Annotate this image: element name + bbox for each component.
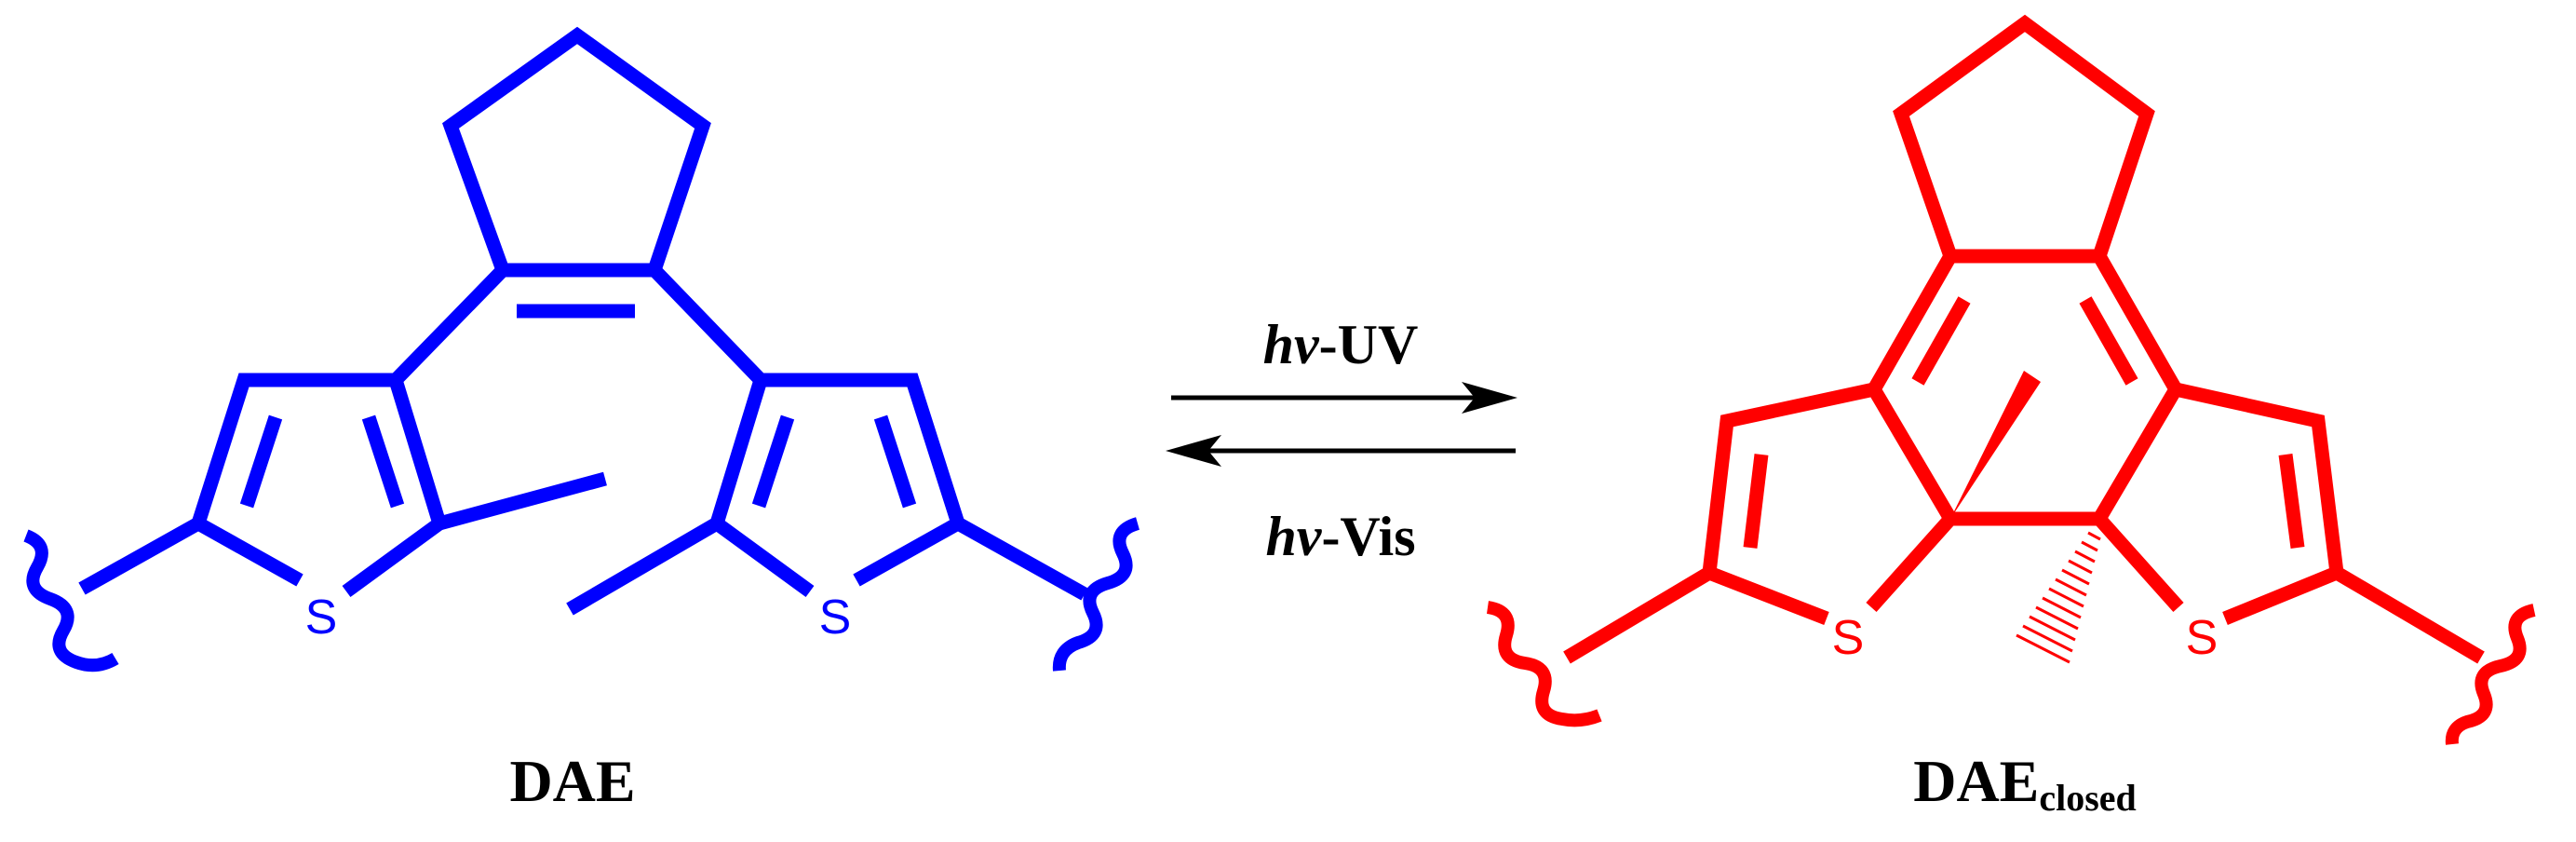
wedge-bond-methyl — [1950, 371, 2041, 519]
closed-molecule — [1486, 14, 2536, 745]
closed-right-thiophene — [2174, 382, 2345, 625]
closed-right-sulfur: S — [2186, 611, 2219, 665]
closed-left-sulfur: S — [1832, 611, 1865, 665]
reverse-dash: - — [1321, 506, 1340, 567]
forward-arrow-head — [1462, 382, 1517, 414]
right-methyl-bond — [566, 517, 721, 616]
open-right-sulfur: S — [819, 591, 852, 645]
open-left-sulfur: S — [305, 591, 338, 645]
left-wavy-bond — [78, 517, 202, 595]
bridge-bond-right — [649, 265, 766, 386]
right-thiophene-double-2 — [873, 414, 917, 509]
hexagon-double-1 — [1911, 296, 1971, 386]
closed-left-double — [1743, 454, 1769, 549]
closed-form-label-subscript: closed — [2039, 777, 2136, 819]
right-thiophene-ring — [708, 373, 967, 598]
left-thiophene-double-2 — [361, 414, 405, 509]
reaction-arrows — [1166, 382, 1517, 467]
closed-right-wavy-bond — [2333, 566, 2485, 664]
closed-right-ring-to-s — [2094, 513, 2184, 613]
forward-dash: - — [1319, 314, 1338, 375]
closed-left-thiophene — [1701, 382, 1876, 625]
closed-left-wavy-bond — [1563, 566, 1713, 664]
open-form-label: DAE — [509, 748, 635, 814]
closed-left-ring-to-s — [1866, 513, 1956, 613]
closed-right-wavy-squiggle — [2445, 604, 2536, 745]
reverse-condition-label: hv-Vis — [1265, 506, 1415, 567]
hashed-bond-methyl — [2016, 522, 2103, 664]
closed-left-wavy-squiggle — [1486, 601, 1602, 727]
open-molecule — [23, 26, 1140, 672]
cyclopentane-ring — [1893, 14, 2155, 259]
closed-form-label: DAEclosed — [1913, 748, 2137, 819]
closed-form-label-main: DAE — [1913, 748, 2039, 814]
forward-condition-label: hv-UV — [1263, 314, 1419, 375]
right-wavy-squiggle — [1052, 517, 1140, 672]
left-methyl-bond — [438, 471, 607, 531]
left-wavy-squiggle — [23, 529, 119, 672]
forward-hv-symbol: hv — [1263, 314, 1320, 375]
right-thiophene-double-1 — [751, 414, 795, 509]
reverse-hv-symbol: hv — [1265, 506, 1322, 567]
cyclopentene-ring — [442, 26, 711, 273]
forward-light-type: UV — [1338, 314, 1419, 375]
left-thiophene-ring — [189, 373, 448, 598]
bridge-bond-left — [390, 265, 508, 386]
closed-right-double — [2278, 454, 2305, 549]
hexagon-double-2 — [2079, 296, 2138, 386]
reverse-light-type: Vis — [1340, 506, 1415, 567]
reverse-arrow-head — [1166, 435, 1221, 467]
right-wavy-bond — [954, 517, 1088, 601]
left-thiophene-double-1 — [239, 414, 283, 509]
